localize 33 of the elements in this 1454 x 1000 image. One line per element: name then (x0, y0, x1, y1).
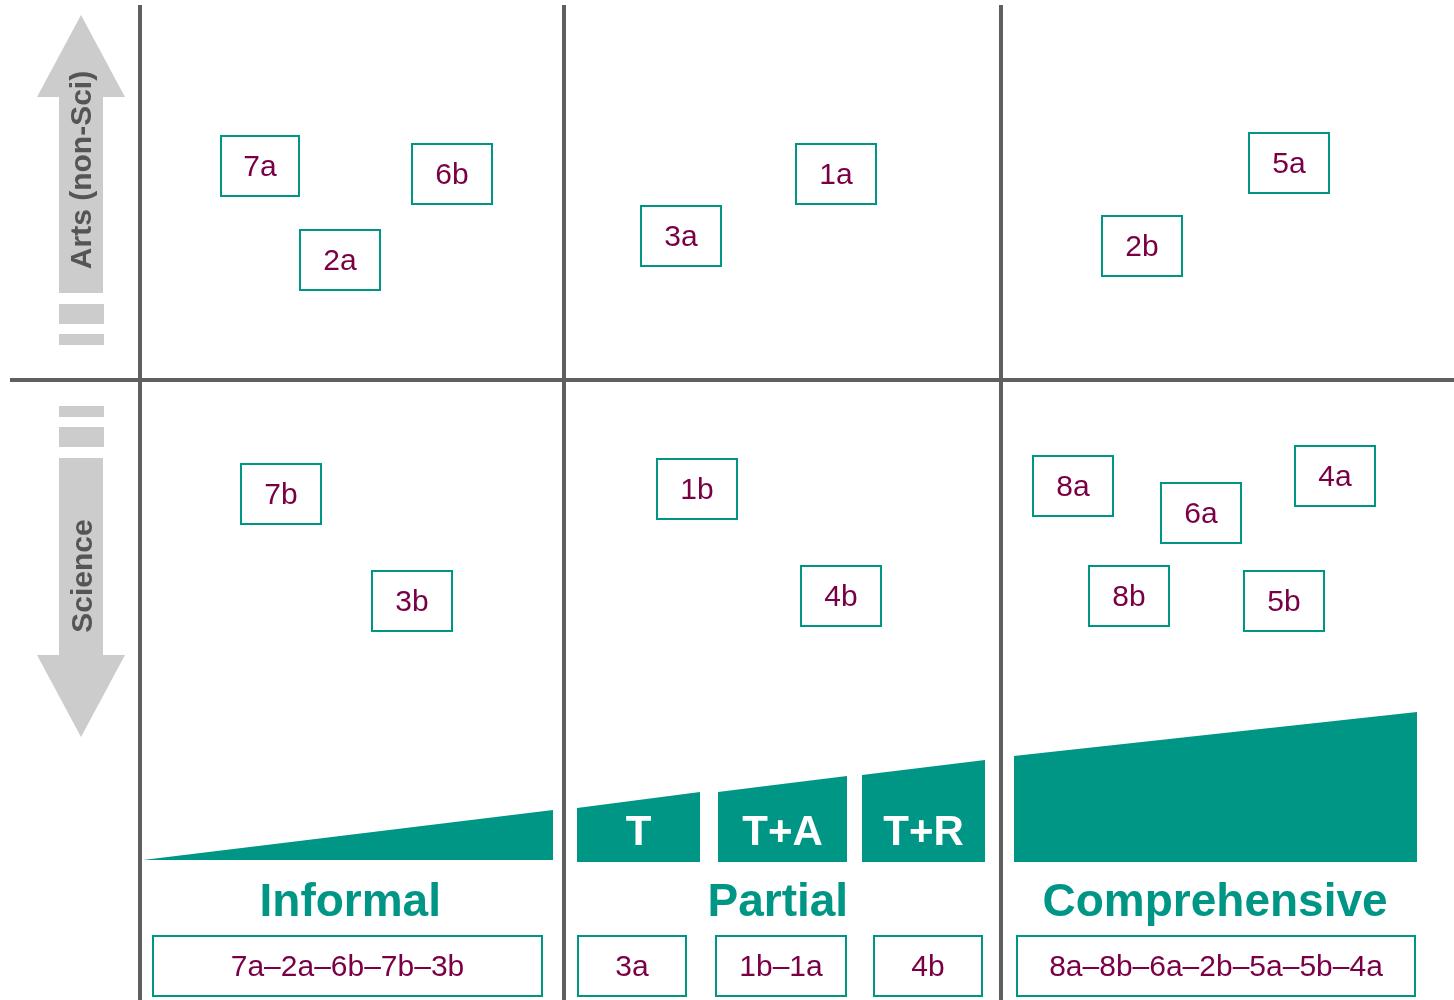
code-box: 3b (371, 570, 453, 632)
code-box: 3a (640, 205, 722, 267)
code-box: 7a (220, 135, 300, 197)
axis-label: Arts (non-Sci) (64, 70, 99, 270)
code-box: 5a (1248, 132, 1330, 194)
level-wedge (862, 760, 985, 862)
code-box: 5b (1243, 570, 1325, 632)
wedge-label: T+A (741, 808, 824, 854)
level-wedge (577, 792, 700, 862)
code-box: 1a (795, 143, 877, 205)
wedge-label: T+R (882, 808, 965, 854)
code-box: 8a–8b–6a–2b–5a–5b–4a (1016, 935, 1416, 997)
code-box: 7a–2a–6b–7b–3b (152, 935, 543, 997)
code-box: 2b (1101, 215, 1183, 277)
code-box: 6b (411, 143, 493, 205)
level-wedge (1014, 712, 1417, 862)
code-box: 4b (800, 565, 882, 627)
level-wedge (718, 776, 847, 862)
code-box: 4a (1294, 445, 1376, 507)
code-box: 8b (1088, 565, 1170, 627)
axis-label: Science (64, 519, 99, 633)
code-box: 3a (577, 935, 687, 997)
category-heading: Comprehensive (1042, 873, 1388, 927)
category-heading: Partial (707, 873, 849, 927)
wedge-label: T (624, 808, 653, 854)
code-box: 2a (299, 229, 381, 291)
code-box: 8a (1032, 455, 1114, 517)
code-box: 4b (873, 935, 983, 997)
code-box: 6a (1160, 482, 1242, 544)
code-box: 1b (656, 458, 738, 520)
code-box: 7b (240, 463, 322, 525)
category-heading: Informal (259, 873, 441, 927)
code-box: 1b–1a (715, 935, 847, 997)
